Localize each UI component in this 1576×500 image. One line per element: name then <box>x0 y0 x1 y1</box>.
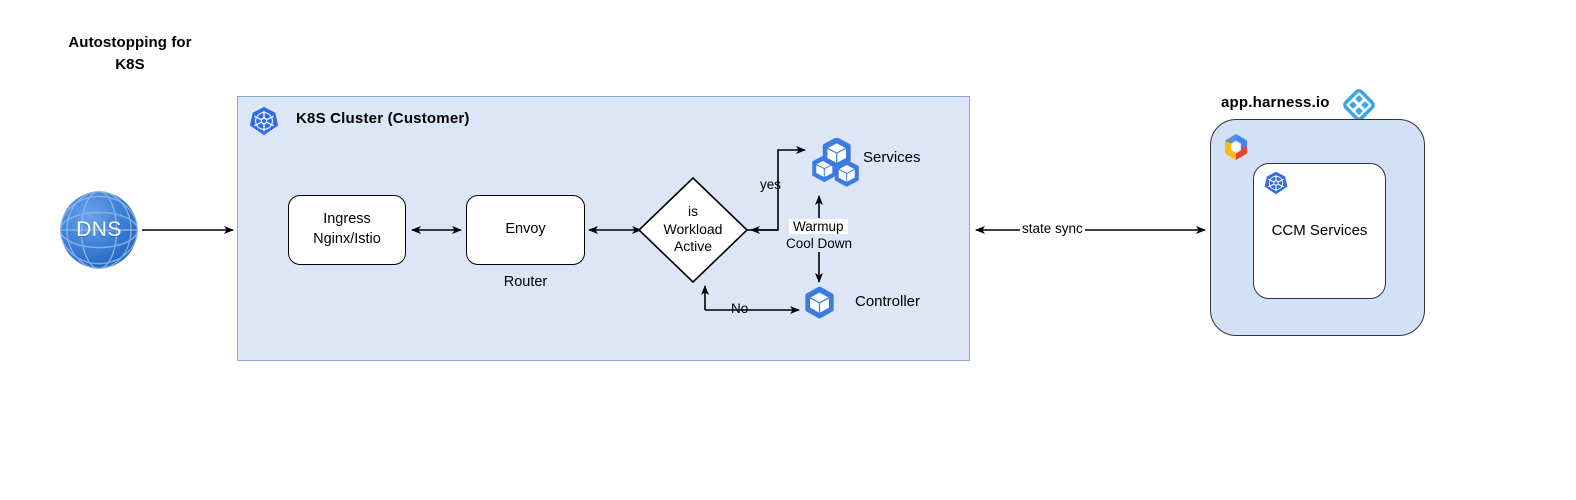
edge-label-no: No <box>731 301 749 316</box>
services-caption: Services <box>863 149 921 166</box>
ingress-label-line2: Nginx/Istio <box>313 231 381 247</box>
ccm-services-label: CCM Services <box>1271 222 1368 239</box>
router-caption: Router <box>503 274 548 290</box>
saas-title: app.harness.io <box>1221 94 1330 111</box>
envoy-node: Envoy <box>466 195 585 265</box>
edge-label-cooldown: Cool Down <box>786 236 853 251</box>
page-title-line1: Autostopping for <box>68 34 192 51</box>
page-title-line2: K8S <box>115 55 145 73</box>
kubernetes-icon <box>249 106 279 136</box>
controller-caption: Controller <box>855 293 921 310</box>
edge-label-warmup: Warmup <box>789 219 848 234</box>
decision-line3: Active <box>673 238 713 254</box>
edge-label-state-sync: state sync <box>1020 221 1085 236</box>
ingress-node: Ingress Nginx/Istio <box>288 195 406 265</box>
envoy-label: Envoy <box>505 221 546 238</box>
page-title: Autostopping for K8S <box>30 32 230 76</box>
edge-label-yes: yes <box>760 177 782 192</box>
ingress-label-line1: Ingress <box>323 211 371 228</box>
k8s-pods-icon <box>810 137 866 194</box>
dns-node: DNS <box>59 190 139 270</box>
cluster-title: K8S Cluster (Customer) <box>296 110 470 127</box>
kubernetes-icon <box>1264 171 1288 195</box>
decision-line1: is <box>687 203 699 219</box>
decision-line2: Workload <box>663 220 723 237</box>
dns-label: DNS <box>76 218 122 241</box>
k8s-pod-icon <box>803 286 836 319</box>
decision-node-label: is Workload Active <box>645 203 741 256</box>
gcp-icon <box>1221 132 1251 162</box>
harness-logo-icon <box>1343 89 1375 121</box>
